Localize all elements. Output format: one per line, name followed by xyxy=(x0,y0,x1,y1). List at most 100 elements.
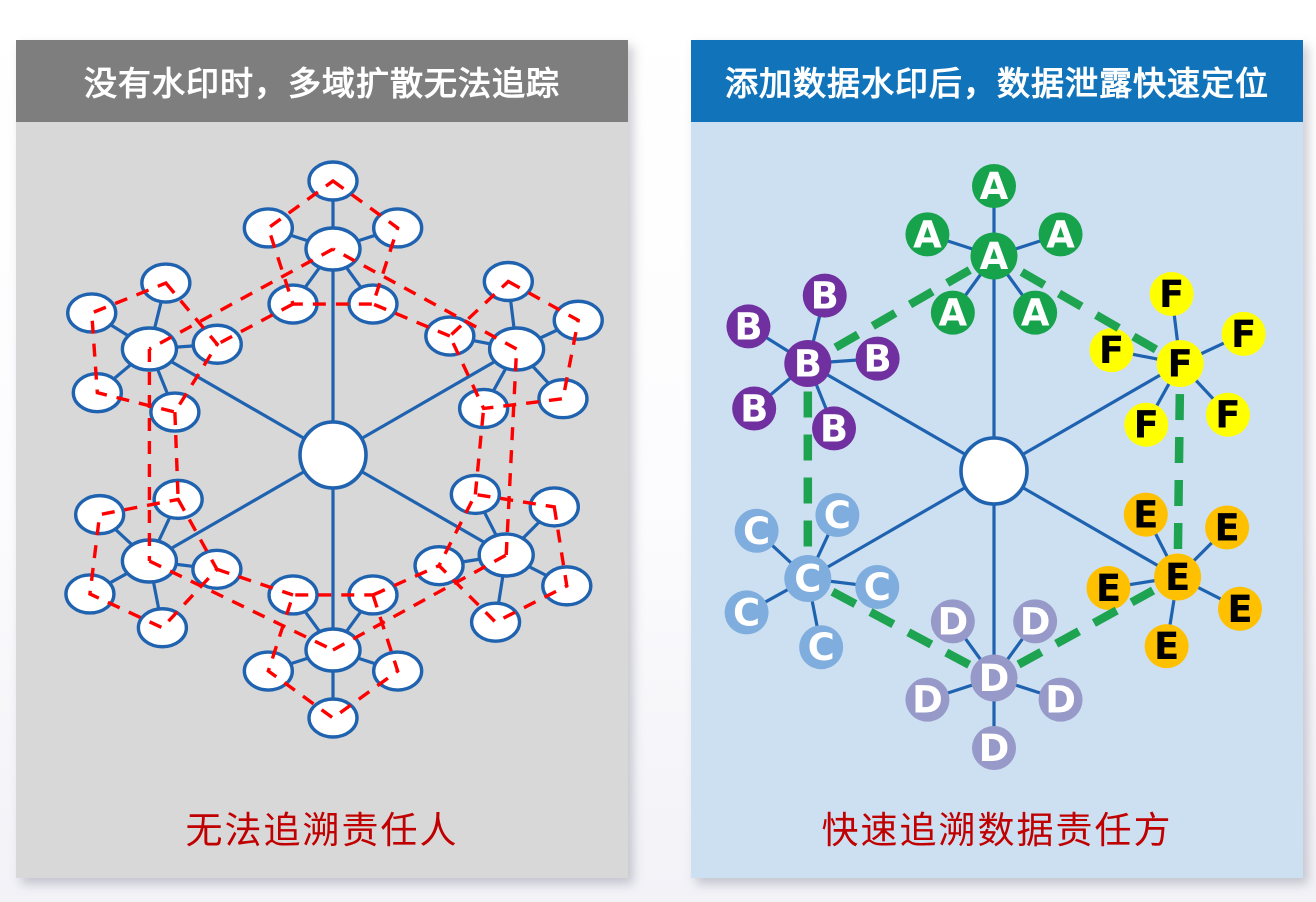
left-panel-caption: 无法追溯责任人 xyxy=(185,810,459,851)
node-label: F xyxy=(1134,404,1159,447)
satellite-node xyxy=(1149,272,1194,317)
trace-satellite-edge xyxy=(216,302,294,346)
satellite-node xyxy=(242,207,295,249)
trace-pentagon xyxy=(266,178,400,306)
satellite-node xyxy=(73,493,126,536)
hub-node xyxy=(1154,553,1202,601)
node-label: B xyxy=(864,338,892,381)
right-panel-caption: 快速追溯数据责任方 xyxy=(821,810,1173,851)
node-label: C xyxy=(808,626,835,669)
spoke-edge xyxy=(807,469,995,580)
node-label: F xyxy=(1159,273,1184,316)
node-label: F xyxy=(1099,329,1124,372)
trace-satellite-edge xyxy=(173,411,180,500)
satellite-node xyxy=(905,212,950,257)
node-label: F xyxy=(1231,313,1256,356)
trace-pentagon xyxy=(436,492,569,625)
node-label: D xyxy=(912,679,943,722)
spoke-edge xyxy=(148,453,334,563)
satellite-node xyxy=(726,304,771,349)
satellite-node xyxy=(1205,392,1250,437)
satellite-node xyxy=(802,273,847,318)
node-label: B xyxy=(820,407,848,450)
left-panel: 没有水印时，多域扩散无法追踪 无法追溯责任人 xyxy=(16,40,628,878)
spoke-edge xyxy=(807,362,995,473)
network-diagram-untraceable xyxy=(64,160,604,739)
node-label: C xyxy=(794,558,821,601)
node-label: E xyxy=(1214,507,1239,550)
trace-ring-edge xyxy=(504,348,519,556)
satellite-node xyxy=(972,726,1016,770)
node-label: F xyxy=(1215,394,1240,437)
node-label: B xyxy=(794,343,822,386)
left-panel-title: 没有水印时，多域扩散无法追踪 xyxy=(84,65,560,102)
spoke-edge xyxy=(332,347,518,457)
node-label: A xyxy=(980,165,1009,208)
node-label: C xyxy=(824,494,851,537)
satellite-node xyxy=(1086,565,1131,610)
center-node xyxy=(298,420,368,490)
satellite-node xyxy=(930,290,975,335)
node-label: D xyxy=(979,657,1010,700)
trace-satellite-edge xyxy=(372,564,440,597)
satellite-node xyxy=(537,378,589,420)
node-label: E xyxy=(1165,556,1190,599)
trace-satellite-edge xyxy=(372,302,451,338)
satellite-node xyxy=(972,164,1016,208)
hub-node xyxy=(1156,340,1204,387)
node-label: C xyxy=(733,591,760,634)
node-label: A xyxy=(1046,213,1075,256)
satellite-node xyxy=(855,336,900,381)
trace-pentagon xyxy=(447,279,581,411)
hub-node xyxy=(970,654,1018,702)
right-panel-title: 添加数据水印后，数据泄露快速定位 xyxy=(725,65,1269,102)
hub-node xyxy=(784,340,832,387)
satellite-node xyxy=(724,590,769,635)
node-label: E xyxy=(1154,625,1179,668)
satellite-node xyxy=(469,601,522,643)
node-label: A xyxy=(1021,292,1050,335)
trace-ring-edge xyxy=(830,587,972,669)
trace-overlay xyxy=(88,178,581,721)
node-label: D xyxy=(1020,600,1051,643)
hub-node xyxy=(970,232,1018,280)
right-panel-header: 添加数据水印后，数据泄露快速定位 xyxy=(691,40,1303,122)
satellite-node xyxy=(1089,328,1134,373)
satellite-node xyxy=(1217,586,1262,631)
trace-ring-edge xyxy=(332,247,518,351)
satellite-node xyxy=(1123,492,1168,537)
trace-pentagon xyxy=(89,280,220,414)
satellite-node xyxy=(136,607,189,649)
trace-ring-edge xyxy=(1173,391,1185,550)
satellite-node xyxy=(734,508,779,553)
node-label: A xyxy=(939,292,968,335)
trace-pentagon xyxy=(88,497,219,630)
node-label: B xyxy=(734,305,762,348)
satellite-node xyxy=(1124,402,1169,447)
node-label: C xyxy=(743,510,770,553)
node-label: B xyxy=(740,387,768,430)
center-node xyxy=(959,436,1029,506)
node-label: E xyxy=(1133,494,1158,537)
hub-node xyxy=(784,555,832,602)
trace-ring-edge xyxy=(148,559,334,652)
node-label: A xyxy=(980,235,1009,278)
node-label: B xyxy=(811,275,839,318)
spoke-edge xyxy=(993,469,1179,579)
trace-ring-edge xyxy=(148,247,334,351)
satellite-node xyxy=(347,283,399,325)
satellite-node xyxy=(1221,311,1266,356)
node-label: C xyxy=(864,566,891,609)
node-label: D xyxy=(1045,679,1076,722)
spoke-edge xyxy=(993,362,1181,473)
satellite-node xyxy=(930,599,975,644)
satellite-node xyxy=(1013,290,1058,335)
left-panel-body: 无法追溯责任人 xyxy=(16,122,628,878)
satellite-node xyxy=(815,493,860,538)
trace-overlay xyxy=(803,266,1185,669)
satellite-node xyxy=(905,677,950,722)
